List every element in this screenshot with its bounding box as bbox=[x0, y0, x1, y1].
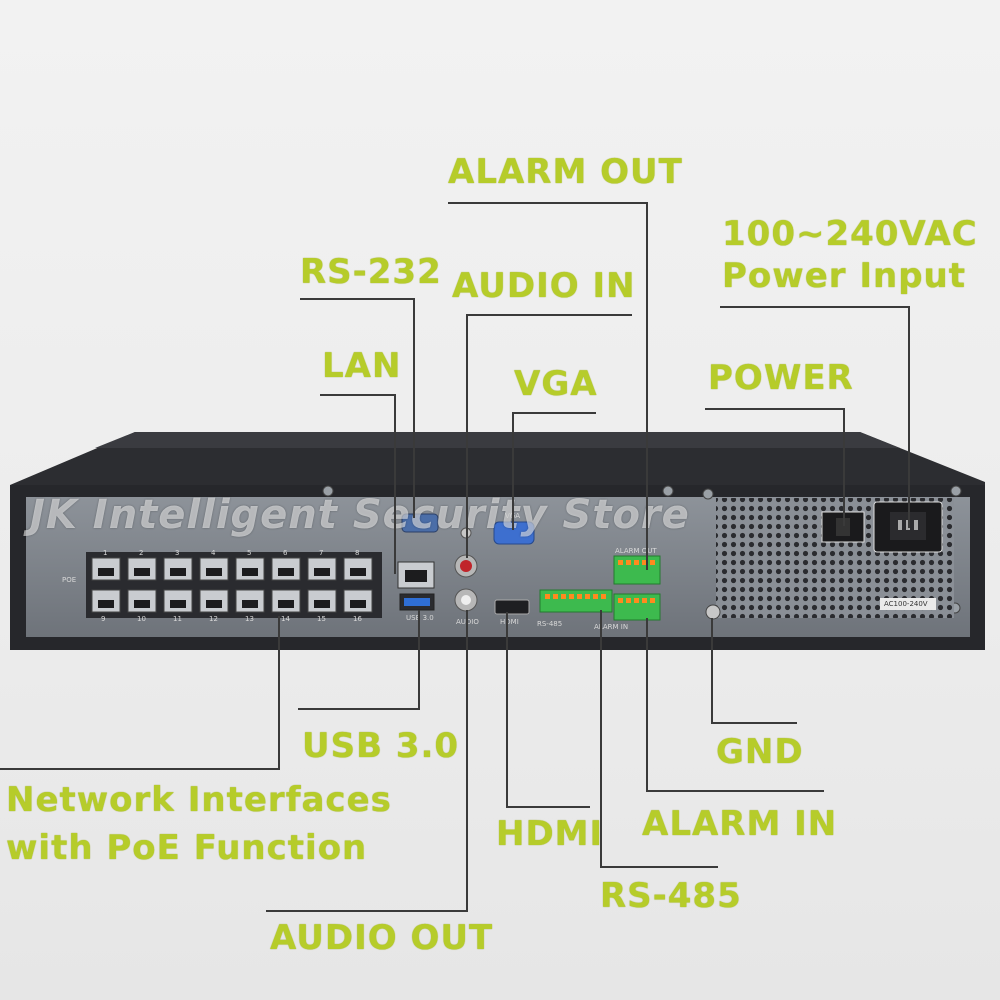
callout-line bbox=[512, 412, 596, 414]
port-number: 8 bbox=[355, 549, 360, 557]
port-number: 2 bbox=[139, 549, 144, 557]
label-power: POWER bbox=[708, 358, 854, 398]
watermark: JK Intelligent Security Store bbox=[30, 492, 690, 538]
callout-line bbox=[720, 306, 910, 308]
hdmi-panel-text: HDMI bbox=[500, 618, 519, 626]
callout-line bbox=[646, 618, 648, 792]
label-rs232: RS-232 bbox=[300, 252, 442, 292]
callout-line bbox=[0, 768, 280, 770]
port-number: 12 bbox=[209, 615, 218, 623]
callout-line bbox=[646, 790, 824, 792]
port-number: 14 bbox=[281, 615, 290, 623]
label-network-line2: with PoE Function bbox=[6, 828, 368, 868]
callout-line bbox=[418, 610, 420, 710]
port-number: 7 bbox=[319, 549, 324, 557]
screw bbox=[702, 488, 714, 500]
callout-line bbox=[278, 616, 280, 770]
label-alarm-in: ALARM IN bbox=[642, 804, 838, 844]
callout-line bbox=[711, 722, 797, 724]
port-number: 3 bbox=[175, 549, 180, 557]
callout-line bbox=[705, 408, 845, 410]
hdmi-port[interactable] bbox=[494, 599, 530, 615]
port-number: 11 bbox=[173, 615, 182, 623]
callout-line bbox=[320, 394, 396, 396]
callout-line bbox=[646, 202, 648, 570]
ac-label-plate bbox=[880, 598, 936, 610]
screw bbox=[662, 485, 674, 497]
vga-port[interactable] bbox=[493, 521, 535, 545]
callout-line bbox=[466, 610, 468, 912]
label-usb: USB 3.0 bbox=[302, 726, 460, 766]
callout-line bbox=[506, 806, 590, 808]
label-audio-in: AUDIO IN bbox=[452, 266, 636, 306]
alarm-in-panel-text: ALARM IN bbox=[594, 623, 629, 631]
device-top-lid bbox=[10, 432, 985, 498]
port-number: 13 bbox=[245, 615, 254, 623]
screw bbox=[322, 485, 334, 497]
callout-line bbox=[512, 412, 514, 530]
callout-line bbox=[908, 306, 910, 528]
port-number: 4 bbox=[211, 549, 216, 557]
gnd-screw[interactable] bbox=[705, 604, 721, 620]
callout-line bbox=[298, 708, 420, 710]
label-power-input-line2: Power Input bbox=[722, 256, 967, 296]
callout-line bbox=[266, 910, 468, 912]
poe-panel-text: POE bbox=[62, 576, 77, 584]
label-vga: VGA bbox=[514, 364, 598, 404]
port-number: 10 bbox=[137, 615, 146, 623]
callout-line bbox=[466, 314, 632, 316]
rs485-terminal-block[interactable] bbox=[539, 589, 613, 613]
port-number: 15 bbox=[317, 615, 326, 623]
port-number: 6 bbox=[283, 549, 288, 557]
label-gnd: GND bbox=[716, 732, 804, 772]
label-lan: LAN bbox=[322, 346, 402, 386]
port-number: 1 bbox=[103, 549, 108, 557]
label-audio-out: AUDIO OUT bbox=[270, 918, 494, 958]
callout-line bbox=[600, 610, 602, 868]
callout-line bbox=[448, 202, 648, 204]
device-top-lid-highlight bbox=[95, 432, 900, 448]
label-hdmi: HDMI bbox=[496, 814, 604, 854]
rs232-port[interactable] bbox=[401, 513, 439, 533]
callout-line bbox=[413, 298, 415, 518]
callout-line bbox=[394, 394, 396, 574]
callout-line bbox=[843, 408, 845, 526]
port-number: 5 bbox=[247, 549, 252, 557]
ac-panel-text: AC100-240V bbox=[884, 600, 928, 608]
callout-line bbox=[600, 866, 718, 868]
rs485-panel-text: RS-485 bbox=[537, 620, 563, 628]
callout-line bbox=[300, 298, 415, 300]
label-alarm-out: ALARM OUT bbox=[448, 152, 683, 192]
port-number: 9 bbox=[101, 615, 106, 623]
callout-line bbox=[711, 618, 713, 724]
alarm-in-terminal-block[interactable] bbox=[613, 593, 661, 621]
label-power-input-line1: 100~240VAC bbox=[722, 214, 978, 254]
label-network-line1: Network Interfaces bbox=[6, 780, 392, 820]
screw bbox=[950, 485, 962, 497]
alarm-out-panel-text: ALARM OUT bbox=[615, 547, 657, 555]
label-rs485: RS-485 bbox=[600, 876, 742, 916]
callout-line bbox=[506, 612, 508, 808]
callout-line bbox=[466, 314, 468, 558]
port-number: 16 bbox=[353, 615, 362, 623]
